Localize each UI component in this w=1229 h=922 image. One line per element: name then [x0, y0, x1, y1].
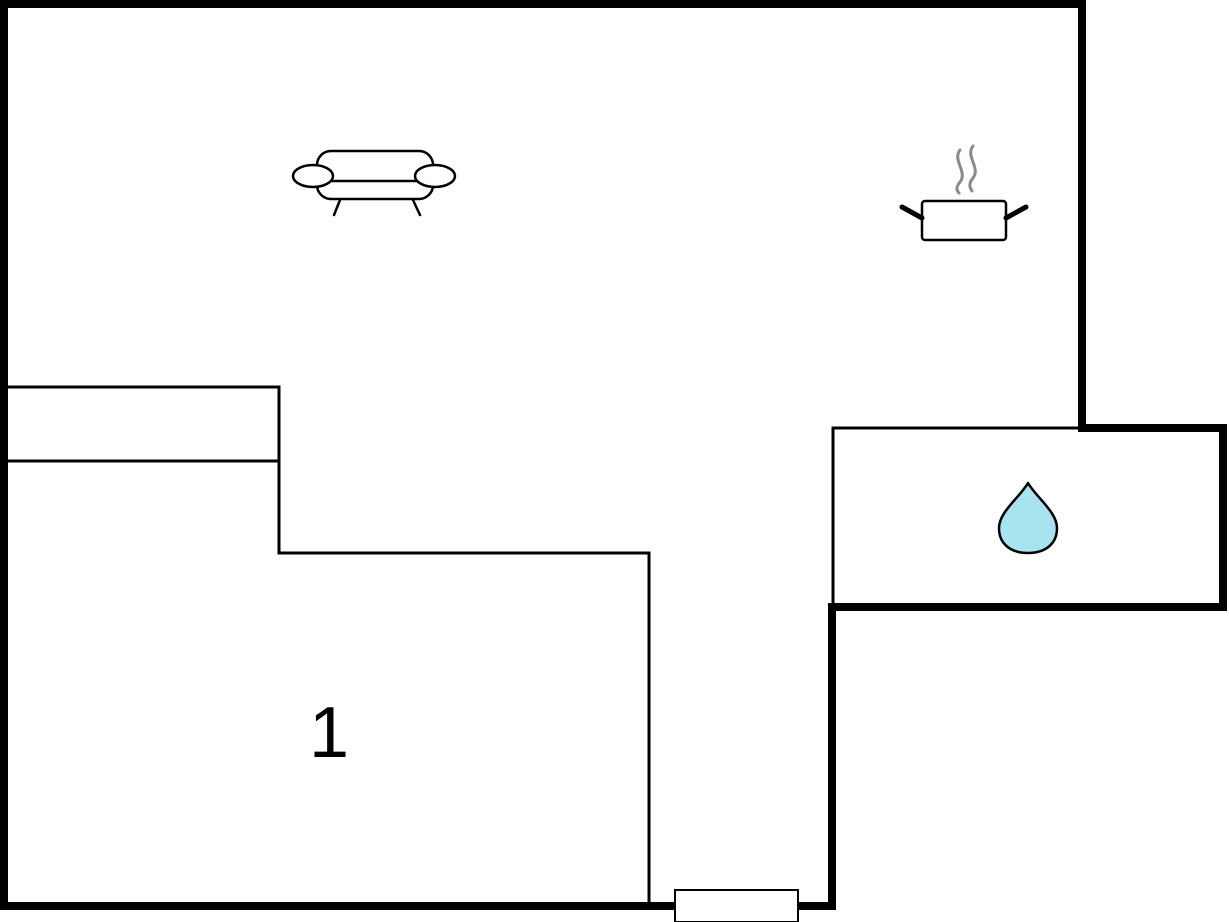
- steam-icon: [955, 144, 977, 195]
- sofa-icon: [291, 149, 457, 217]
- bathroom-wall: [831, 426, 1084, 609]
- water-drop-icon: [997, 481, 1059, 555]
- outer-wall-main: [0, 0, 1086, 910]
- interior-walls: [2, 385, 1084, 908]
- room-label: 1: [309, 693, 349, 773]
- outer-wall-east: [794, 424, 1227, 910]
- entrance-door: [674, 889, 799, 922]
- cooking-pot-icon: [899, 144, 1029, 242]
- storage-wall: [2, 385, 651, 908]
